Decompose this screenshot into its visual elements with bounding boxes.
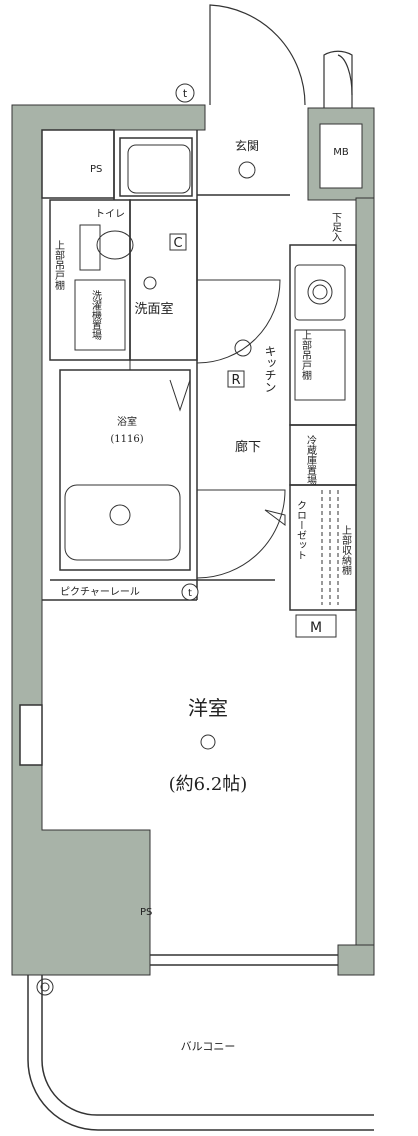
room-labels: 玄関 MB PS トイレ 洗面室 浴室 (1116) 廊下 ピクチャーレール 洋… [60, 138, 349, 1053]
svg-text:t: t [183, 87, 188, 100]
closet-label: クローゼット [295, 500, 307, 560]
ps-label: PS [90, 164, 102, 175]
upper-cabinet-left-label: 上部吊戸棚 [53, 240, 65, 291]
interior-walls [19, 129, 374, 1131]
kitchen-label: キッチン [263, 345, 277, 393]
western-room-label: 洋室 [188, 696, 228, 720]
upper-storage-label: 上部収納棚 [340, 525, 352, 576]
svg-text:t: t [188, 588, 192, 599]
toilet-label: トイレ [95, 209, 125, 220]
walls [11, 104, 375, 976]
bathroom-size: (1116) [110, 434, 143, 445]
western-room-size: (約6.2帖) [169, 774, 248, 795]
svg-text:M: M [310, 620, 322, 636]
telephone-outlet-icon: t [175, 83, 195, 103]
fridge-area-label: 冷蔵庫置場 [305, 434, 317, 486]
hallway-label: 廊下 [235, 439, 261, 455]
svg-text:R: R [231, 373, 240, 388]
balcony-label: バルコニー [181, 1040, 236, 1053]
bathroom-label: 浴室 [117, 415, 137, 428]
picture-rail-label: ピクチャーレール [60, 586, 140, 598]
telephone-outlet-icon: t [181, 583, 199, 601]
symbol-c-icon: C [169, 233, 187, 251]
symbol-m-icon: M [295, 614, 337, 638]
symbol-r-icon: R [227, 370, 245, 388]
vertical-labels: 下足入 キッチン 上部吊戸棚 上部吊戸棚 洗濯機置場 冷蔵庫置場 クローゼット … [53, 212, 352, 576]
fixtures [36, 144, 346, 996]
ps-bottom-label: PS [140, 907, 152, 918]
entrance-door [209, 4, 353, 108]
shoe-box-label: 下足入 [330, 212, 342, 242]
upper-cabinet-kitchen-label: 上部吊戸棚 [300, 330, 312, 381]
interior-doors [129, 279, 286, 579]
mb-label: MB [333, 147, 349, 158]
washer-area-label: 洗濯機置場 [90, 290, 102, 341]
entrance-label: 玄関 [235, 138, 259, 153]
svg-text:C: C [173, 236, 182, 251]
washroom-label: 洗面室 [134, 301, 173, 317]
